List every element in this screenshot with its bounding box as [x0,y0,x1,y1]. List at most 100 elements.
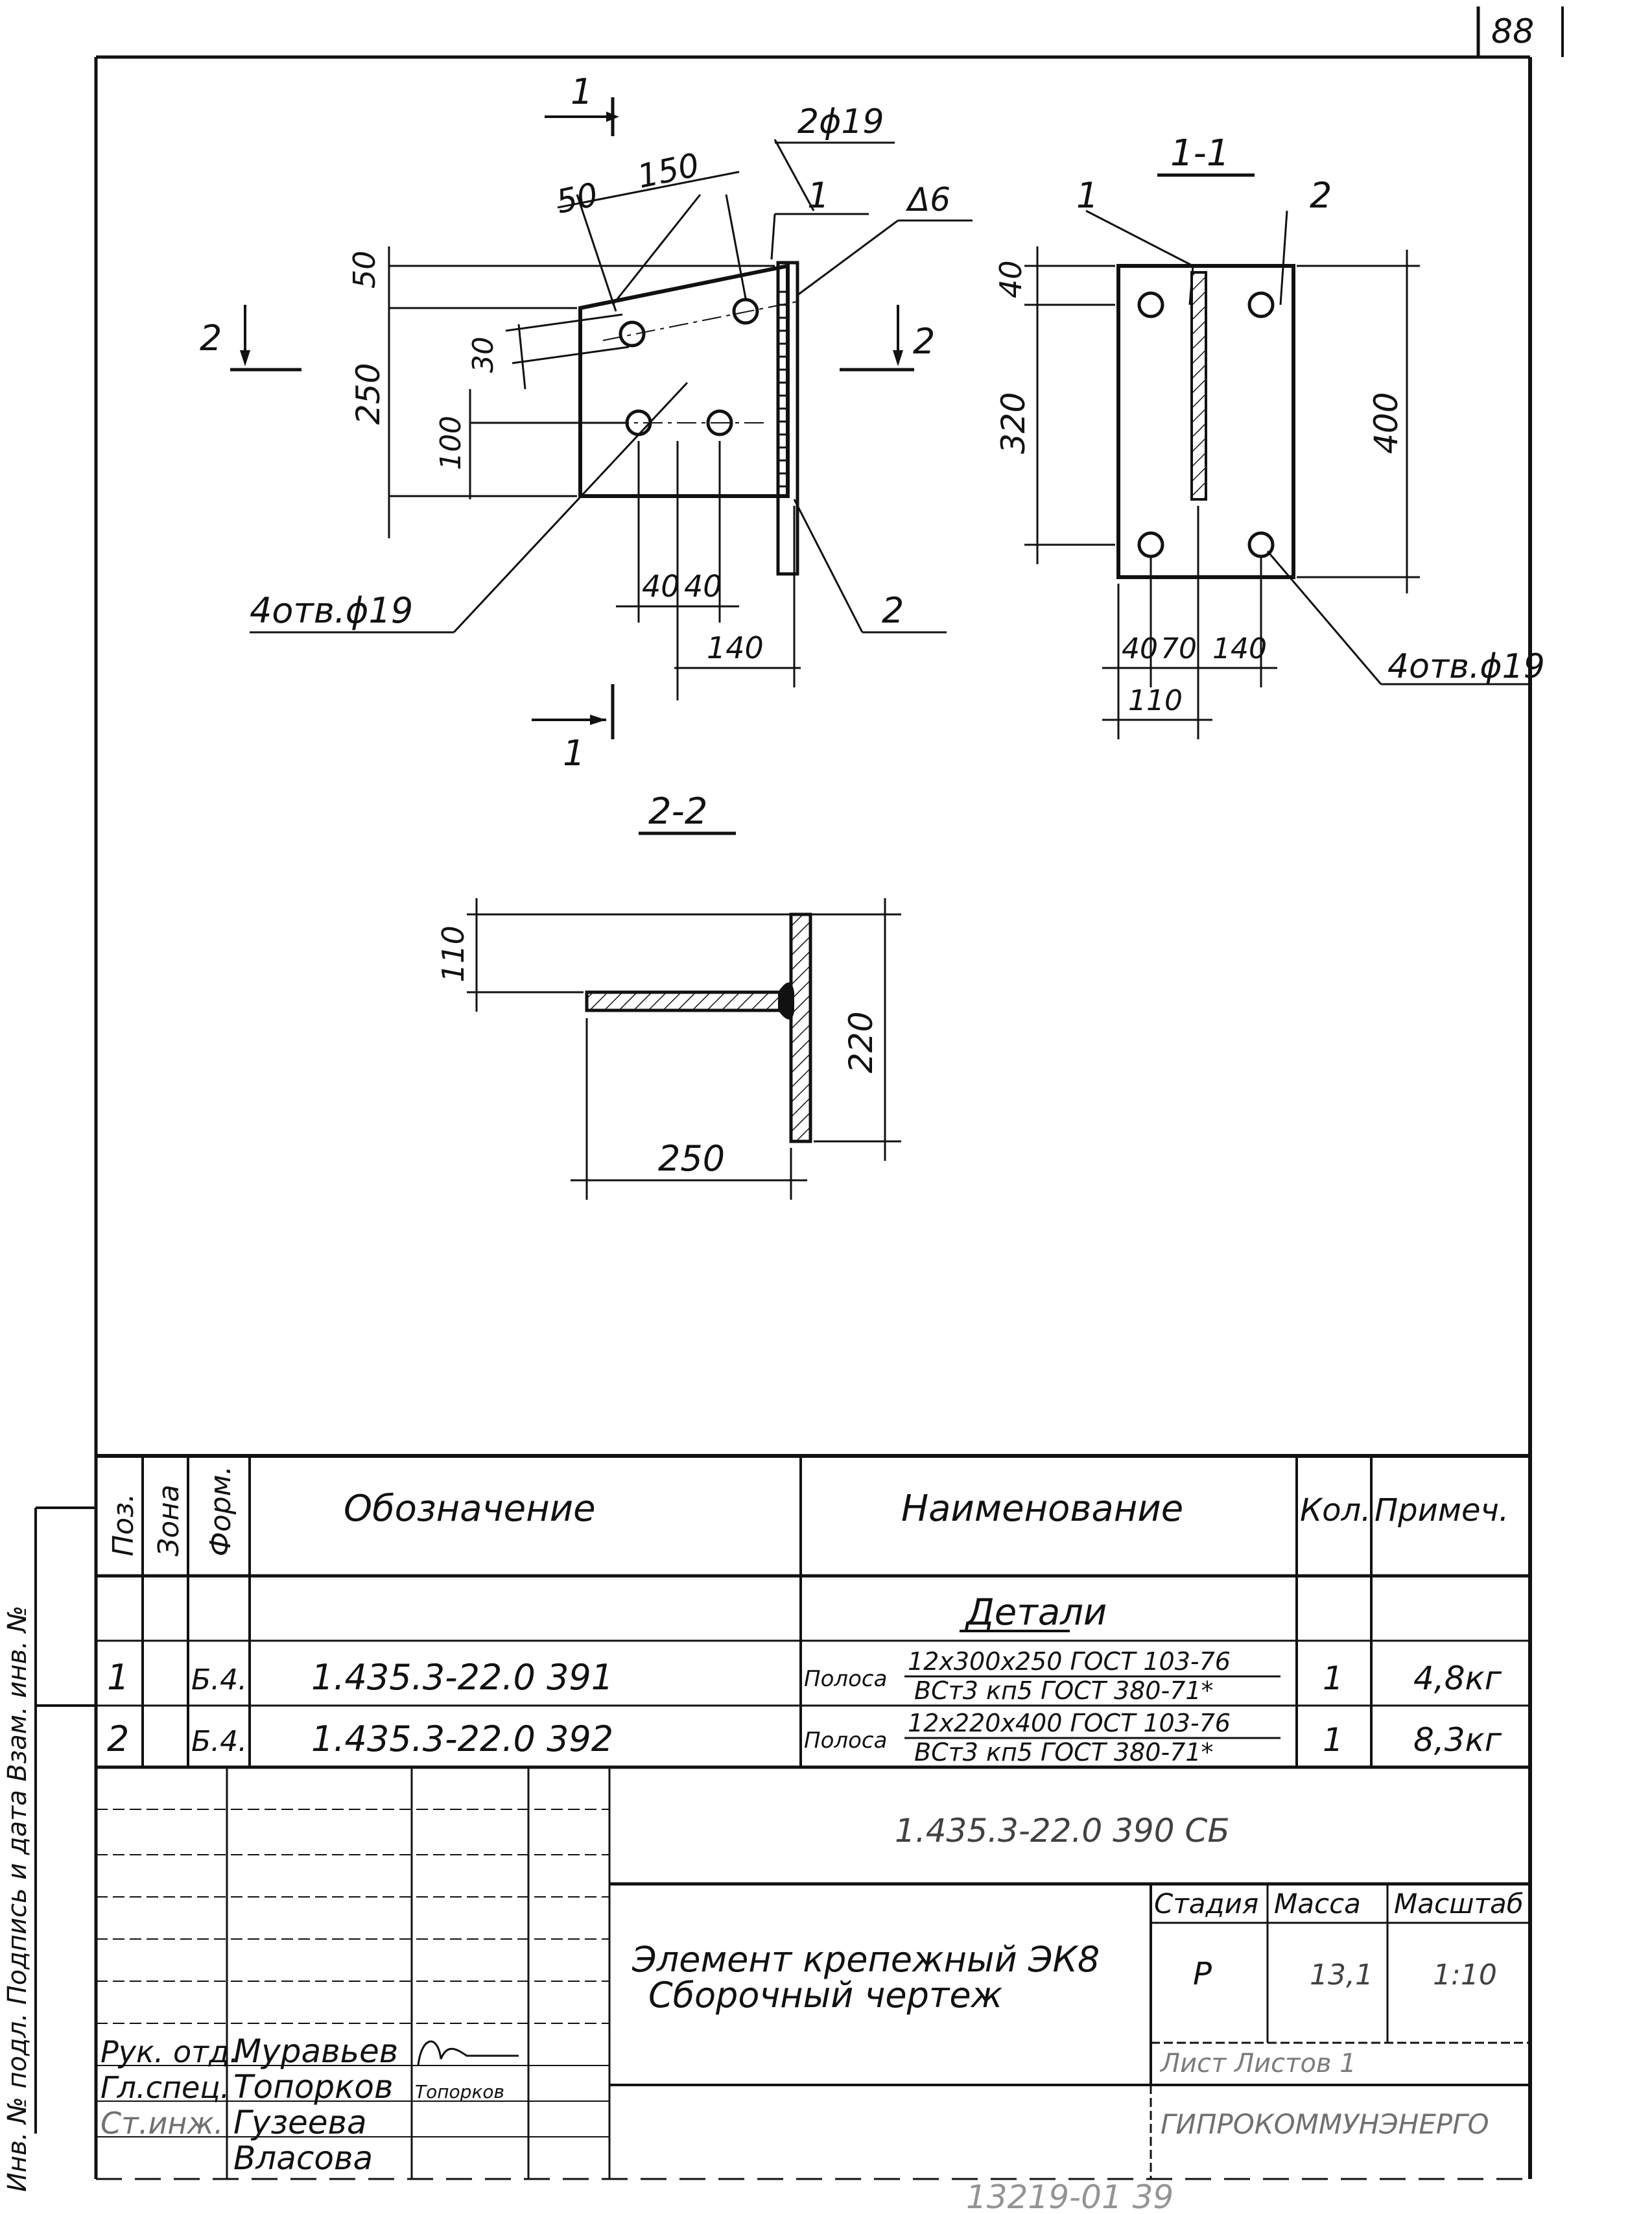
section-1-1-view: 1-1 1 2 40 32 [993,132,1545,739]
callout-pos1: 1 [807,175,829,216]
section-2-2-flange [789,912,812,1143]
svg-text:Масштаб: Масштаб [1394,1888,1524,1920]
svg-text:1:10: 1:10 [1433,1958,1497,1992]
col-format-header: Форм. [204,1466,237,1556]
page-number: 88 [1491,12,1534,51]
table-row: 1 Б.4. 1.435.3-22.0 391 Полоса 12х300х25… [107,1647,1502,1705]
svg-text:40: 40 [642,569,680,604]
svg-text:220: 220 [842,1012,880,1073]
svg-text:100: 100 [434,416,467,470]
svg-text:Р: Р [1193,1956,1212,1992]
svg-text:1: 1 [571,71,593,112]
svg-text:40: 40 [684,569,722,604]
sheet-frame: 88 [94,6,1564,2179]
signature-mark [417,2040,519,2066]
svg-text:Рук. отд.: Рук. отд. [100,2034,239,2069]
section-2-2-web [585,990,793,1012]
svg-text:40: 40 [1122,632,1158,665]
svg-text:1.435.3-22.0 392: 1.435.3-22.0 392 [311,1719,613,1759]
svg-text:Полоса: Полоса [804,1666,887,1692]
svg-text:2: 2 [1310,175,1332,216]
svg-text:8,3кг: 8,3кг [1413,1721,1502,1759]
hole-4 [706,409,733,436]
svg-text:12х220х400 ГОСТ 103-76: 12х220х400 ГОСТ 103-76 [908,1709,1231,1737]
section-1-1-plate [1116,264,1295,579]
section-2-2-title: 2-2 [648,791,707,833]
section-marker-1-bottom: 1 [532,684,615,774]
col-note-header: Примеч. [1375,1492,1509,1529]
svg-text:Власова: Власова [233,2139,373,2177]
svg-text:2: 2 [200,318,222,359]
callout-2-holes: 2ϕ19 [797,102,884,141]
svg-text:2: 2 [107,1719,129,1759]
drawing-title-line2: Сборочный чертеж [648,1975,1003,2016]
svg-text:140: 140 [1212,632,1267,665]
svg-text:Гузеева: Гузеева [233,2104,367,2141]
svg-text:40: 40 [993,260,1028,298]
drawing-title-line1: Элемент крепежный ЭК8 [631,1939,1100,1980]
svg-text:320: 320 [995,392,1032,454]
svg-text:Б.4.: Б.4. [191,1663,247,1696]
svg-text:Ст.инж.: Ст.инж. [100,2106,224,2141]
svg-text:50: 50 [347,250,382,289]
svg-text:Гл.спец.: Гл.спец. [100,2070,230,2105]
col-designation-header: Обозначение [344,1488,596,1530]
section-marker-2-right: 2 [840,305,935,372]
callout-4-holes-section: 4отв.ϕ19 [1387,647,1545,686]
document-code: 1.435.3-22.0 390 СБ [895,1812,1230,1850]
svg-text:110: 110 [1128,684,1183,717]
svg-text:12х300х250 ГОСТ 103-76: 12х300х250 ГОСТ 103-76 [908,1647,1231,1676]
callout-weld: Δ6 [905,181,950,219]
svg-text:Б.4.: Б.4. [191,1725,247,1758]
col-pos-header: Поз. [107,1494,140,1556]
svg-text:140: 140 [707,630,764,665]
col-qty-header: Кол. [1300,1492,1371,1529]
svg-text:Стадия: Стадия [1154,1888,1258,1920]
svg-text:1: 1 [1076,175,1098,216]
spec-table: Поз. Зона Форм. Обозначение Наименование… [96,1454,1530,1769]
svg-text:13,1: 13,1 [1310,1958,1373,1992]
svg-text:Инв. № подл. Подпись и дата: Инв. № подл. Подпись и дата Взам. инв. № [3,1606,32,2192]
section-marker-2-left: 2 [200,305,301,372]
section-marker-1-top: 1 [545,71,619,136]
col-name-header: Наименование [901,1488,1183,1530]
svg-text:2: 2 [913,321,935,362]
col-zone-header: Зона [152,1484,185,1556]
svg-text:Топорков: Топорков [415,2081,504,2102]
svg-text:4,8кг: 4,8кг [1413,1660,1502,1697]
section-1-1-title: 1-1 [1170,132,1229,174]
svg-text:Топорков: Топорков [233,2068,393,2106]
section-2-2-view: 2-2 110 220 250 [436,791,901,1200]
svg-text:70: 70 [1161,632,1197,665]
svg-text:1: 1 [563,733,585,774]
svg-text:Муравьев: Муравьев [233,2032,398,2070]
svg-text:1.435.3-22.0 391: 1.435.3-22.0 391 [311,1657,613,1698]
hole-2 [732,298,759,325]
section-1-1-weld [1190,271,1207,501]
svg-text:ВСт3 кп5 ГОСТ 380-71*: ВСт3 кп5 ГОСТ 380-71* [914,1738,1214,1767]
svg-text:400: 400 [1367,392,1405,454]
svg-text:1: 1 [1323,1721,1343,1759]
hole-1 [619,320,646,348]
plate-2-strip [776,261,799,576]
svg-text:110: 110 [436,925,471,982]
svg-text:250: 250 [349,363,387,425]
svg-text:Лист Листов 1: Лист Листов 1 [1159,2049,1356,2078]
svg-text:Полоса: Полоса [804,1728,887,1754]
svg-text:ВСт3 кп5 ГОСТ 380-71*: ВСт3 кп5 ГОСТ 380-71* [914,1676,1214,1705]
svg-text:Масса: Масса [1274,1888,1361,1920]
bottom-stamp: 13219-01 39 [966,2178,1174,2214]
svg-text:ГИПРОКОММУНЭНЕРГО: ГИПРОКОММУНЭНЕРГО [1161,2108,1489,2140]
plate-1-outline [578,263,790,498]
svg-text:250: 250 [658,1138,725,1179]
svg-text:1: 1 [1323,1660,1343,1697]
svg-text:150: 150 [634,146,702,196]
table-row: 2 Б.4. 1.435.3-22.0 392 Полоса 12х220х40… [107,1709,1502,1767]
side-stamp: Инв. № подл. Подпись и дата Взам. инв. № [3,1506,96,2192]
title-block: 1.435.3-22.0 390 СБ Элемент крепежный ЭК… [96,1767,1530,2180]
svg-text:50: 50 [553,176,601,221]
group-heading: Детали [964,1591,1107,1634]
svg-text:30: 30 [467,337,500,373]
main-view: 1 1 2 2 1 Δ6 2 [200,71,973,774]
